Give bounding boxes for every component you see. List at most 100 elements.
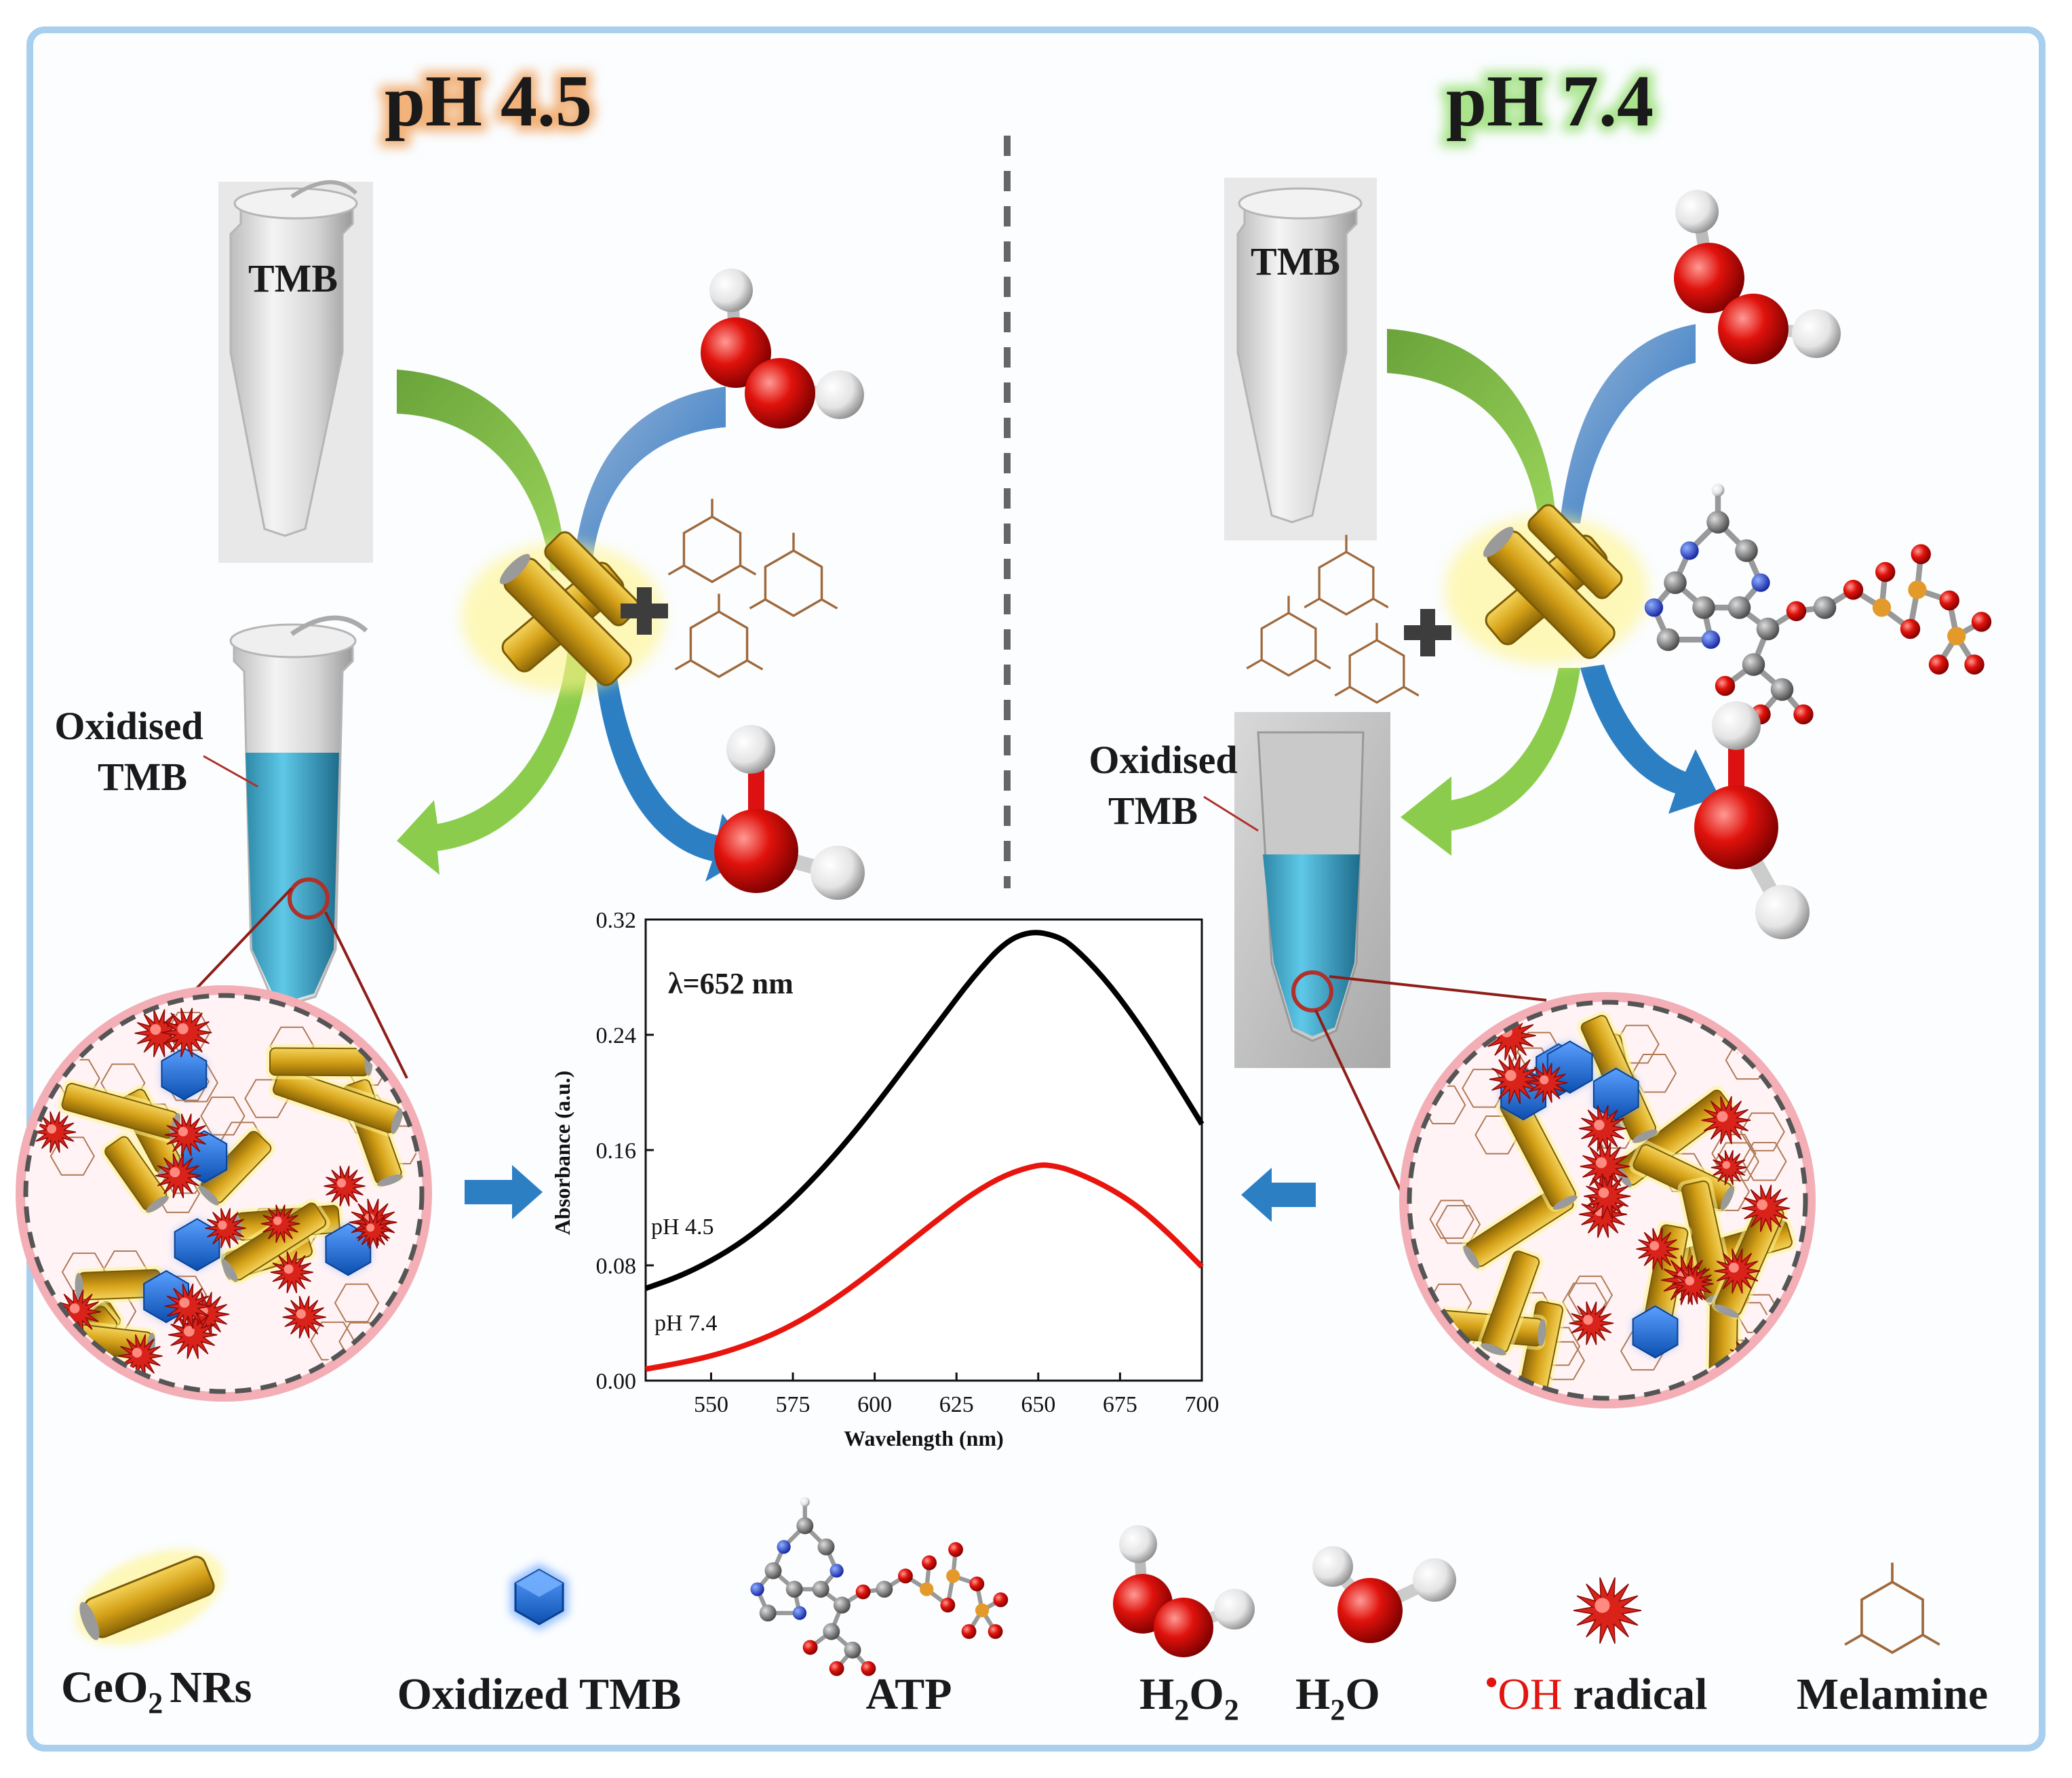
zoom-oh-radical (1584, 1173, 1631, 1219)
legend-radical-icon (1573, 1577, 1642, 1644)
legend-melamine-label: Melamine (1797, 1670, 1988, 1719)
right-oxidised-tube (1234, 712, 1390, 1068)
zoom-oh-radical (1636, 1227, 1679, 1270)
zoom-oxidized-tmb (161, 1047, 208, 1101)
zoom-oh-radical (1672, 1263, 1714, 1305)
right-green-arrow-in (1387, 329, 1557, 523)
chart-x-axis-label: Wavelength (nm) (844, 1426, 1004, 1450)
right-nanorod-cluster (1445, 504, 1648, 665)
right-title: pH 7.4 pH 7.4 (1440, 55, 1660, 148)
x-tick-label: 700 (1185, 1392, 1219, 1417)
zoom-nanorod (1477, 1246, 1544, 1357)
left-nanorod-cluster (461, 531, 665, 692)
right-atp-molecule (1644, 483, 1992, 725)
legend-oxidized-tmb-icon (510, 1563, 568, 1631)
right-blue-arrow-in (1560, 324, 1696, 523)
zoom-oh-radical (1580, 1142, 1630, 1191)
series-label-ph74: pH 7.4 (654, 1311, 718, 1336)
zoom-nanorod (269, 1064, 404, 1137)
zoom-oh-radical (118, 1334, 163, 1378)
left-blue-arrow-in (573, 387, 726, 573)
right-oxidised-label-2: TMB (1108, 789, 1198, 833)
zoom-oh-radical (164, 1113, 208, 1156)
right-magnify-spot (1291, 970, 1333, 1012)
zoom-oh-radical (324, 1166, 366, 1207)
svg-text:pH 4.5: pH 4.5 (385, 61, 592, 142)
right-blue-arrow-out (1580, 665, 1719, 814)
right-h2o2-molecule (1674, 190, 1841, 364)
melamine-lattice-cell (334, 1283, 380, 1323)
right-to-chart-arrow (1241, 1168, 1316, 1222)
legend-h2o2-icon (1113, 1525, 1255, 1657)
zoom-oh-radical (134, 1009, 184, 1057)
left-melamine-2 (749, 532, 838, 617)
zoom-oh-radical (205, 1208, 246, 1248)
right-tmb-label: TMB (1251, 239, 1340, 283)
atp-structure (1644, 483, 1992, 725)
zoom-oh-radical (161, 1008, 212, 1058)
y-tick-label: 0.32 (596, 908, 637, 933)
left-zoom-circle (16, 985, 432, 1402)
zoom-oh-radical (354, 1212, 392, 1249)
melamine-lattice-cell (50, 1137, 95, 1176)
left-melamine-cluster (667, 498, 838, 678)
left-oxidised-label-2: TMB (98, 755, 187, 799)
right-zoom-circle (1399, 992, 1816, 1408)
x-tick-label: 575 (776, 1392, 810, 1417)
legend-atp-icon (750, 1497, 1009, 1676)
series-line-1 (645, 1162, 1204, 1372)
left-oxidised-label-1: Oxidised (54, 704, 203, 748)
left-h2o-molecule (714, 725, 865, 900)
zoom-nanorod (265, 1044, 373, 1080)
right-oxidised-pointer (1203, 795, 1259, 832)
y-tick-label: 0.08 (596, 1254, 637, 1279)
zoom-oh-radical (270, 1251, 313, 1294)
zoom-nanorod (100, 1132, 172, 1215)
legend-melamine-icon (1844, 1562, 1940, 1655)
left-oxidised-tube (229, 615, 368, 1005)
zoom-oh-radical (1711, 1150, 1747, 1185)
left-tmb-label: TMB (248, 256, 338, 300)
x-tick-label: 625 (939, 1392, 974, 1417)
left-melamine-3 (674, 593, 764, 678)
svg-text:pH 7.4: pH 7.4 (1446, 61, 1654, 142)
left-h2o2-molecule (701, 269, 864, 429)
zoom-oh-radical (1489, 1054, 1540, 1105)
zoom-oxidized-tmb (174, 1218, 220, 1271)
zoom-oh-radical (1714, 1248, 1761, 1294)
zoom-oh-radical (282, 1295, 326, 1339)
left-magnify-spot (288, 877, 330, 920)
right-h2o-molecule (1694, 701, 1810, 939)
legend-atp-label: ATP (865, 1670, 952, 1719)
legend-h2o-icon (1312, 1546, 1456, 1643)
right-tmb-tube: TMB (1224, 178, 1377, 540)
legend-oxidized-tmb-label: Oxidized TMB (397, 1670, 682, 1719)
right-melamine-3 (1334, 623, 1420, 704)
svg-text:pH 4.5: pH 4.5 (385, 61, 592, 142)
zoom-oh-radical (155, 1153, 201, 1199)
right-melamine-1 (1304, 534, 1389, 616)
left-green-arrow-in (397, 370, 566, 571)
legend-h2o2-label: H2O2 (1139, 1670, 1239, 1726)
x-tick-label: 600 (857, 1392, 892, 1417)
legend-h2o-label: H2O (1295, 1670, 1380, 1726)
chart-annotation: λ=652 nm (668, 967, 794, 1000)
right-plus-icon (1404, 609, 1451, 656)
y-tick-label: 0.24 (596, 1023, 637, 1048)
y-tick-label: 0.00 (596, 1369, 637, 1394)
melamine-lattice-cell (1740, 1112, 1785, 1151)
legend-nanorod-icon (75, 1549, 223, 1645)
left-oxidised-pointer (203, 755, 258, 788)
zoom-oxidized-tmb (1592, 1067, 1639, 1121)
zoom-nanorod (196, 1126, 276, 1208)
series-label-ph45: pH 4.5 (651, 1214, 714, 1240)
zoom-oh-radical (260, 1204, 300, 1243)
zoom-oh-radical (1701, 1096, 1751, 1145)
zoom-oh-radical (1527, 1063, 1568, 1103)
right-oxidised-label-1: Oxidised (1089, 738, 1237, 782)
zoom-oxidized-tmb (1632, 1305, 1679, 1359)
